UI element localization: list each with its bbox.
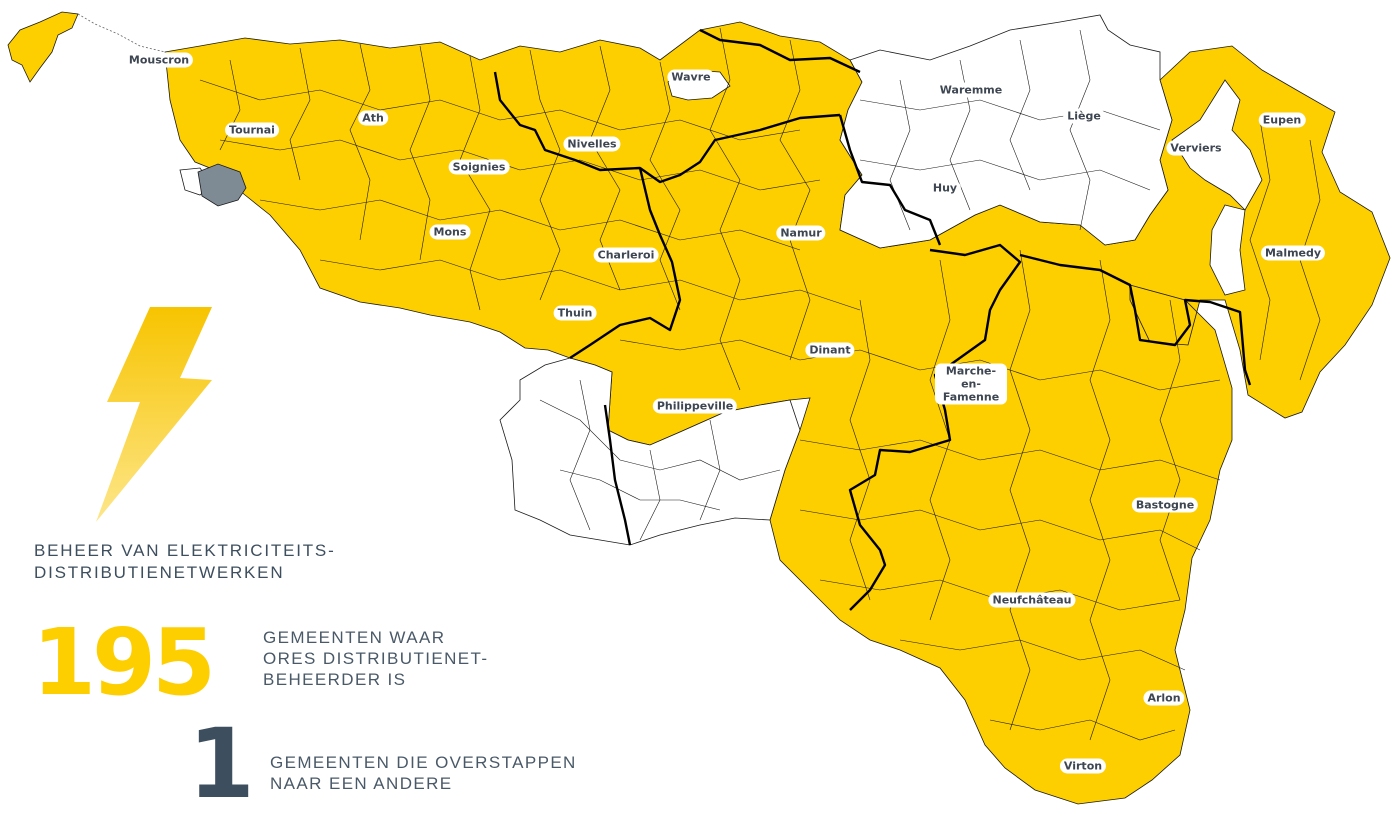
city-label-waremme: Waremme (935, 82, 1007, 98)
city-label-dinant: Dinant (805, 342, 855, 358)
city-label-nivelles: Nivelles (563, 136, 621, 152)
city-label-arlon: Arlon (1143, 690, 1185, 706)
city-label-charleroi: Charleroi (593, 247, 659, 263)
legend-title: BEHEER VAN ELEKTRICITEITS- DISTRIBUTIENE… (34, 541, 336, 582)
city-label-tournai: Tournai (225, 122, 279, 138)
region-mouscron-exclave (7, 11, 79, 83)
stat-switching-description: GEMEENTEN DIE OVERSTAPPEN NAAR EEN ANDER… (270, 753, 577, 793)
city-label-liege: Liège (1063, 108, 1105, 124)
stat-ores-count: 195 (32, 609, 216, 716)
city-label-soignies: Soignies (448, 159, 510, 175)
border-dashed-west (77, 13, 186, 59)
province-borders (493, 28, 1252, 611)
city-label-verviers: Verviers (1166, 140, 1226, 156)
city-label-eupen: Eupen (1258, 112, 1306, 128)
region-liege-other (839, 14, 1173, 249)
city-label-mons: Mons (429, 224, 471, 240)
city-label-bastogne: Bastogne (1131, 497, 1199, 513)
city-label-huy: Huy (928, 180, 962, 196)
city-label-wavre: Wavre (667, 69, 715, 85)
region-switching (197, 163, 247, 207)
lightning-bolt-icon (96, 307, 212, 522)
city-label-thuin: Thuin (553, 305, 597, 321)
city-label-ath: Ath (358, 110, 388, 126)
stat-ores-description: GEMEENTEN WAAR ORES DISTRIBUTIENET- BEHE… (263, 628, 489, 689)
city-label-neufchateau: Neufchâteau (988, 592, 1076, 608)
region-east-other (1209, 204, 1246, 296)
city-label-marche-en-famenne: Marche-en-Famenne (935, 363, 1007, 405)
city-label-namur: Namur (776, 225, 826, 241)
stat-switching-count: 1 (188, 708, 255, 820)
city-label-philippeville: Philippeville (652, 398, 738, 414)
city-label-malmedy: Malmedy (1260, 245, 1326, 261)
city-label-virton: Virton (1059, 758, 1107, 774)
city-label-mouscron: Mouscron (124, 52, 194, 68)
